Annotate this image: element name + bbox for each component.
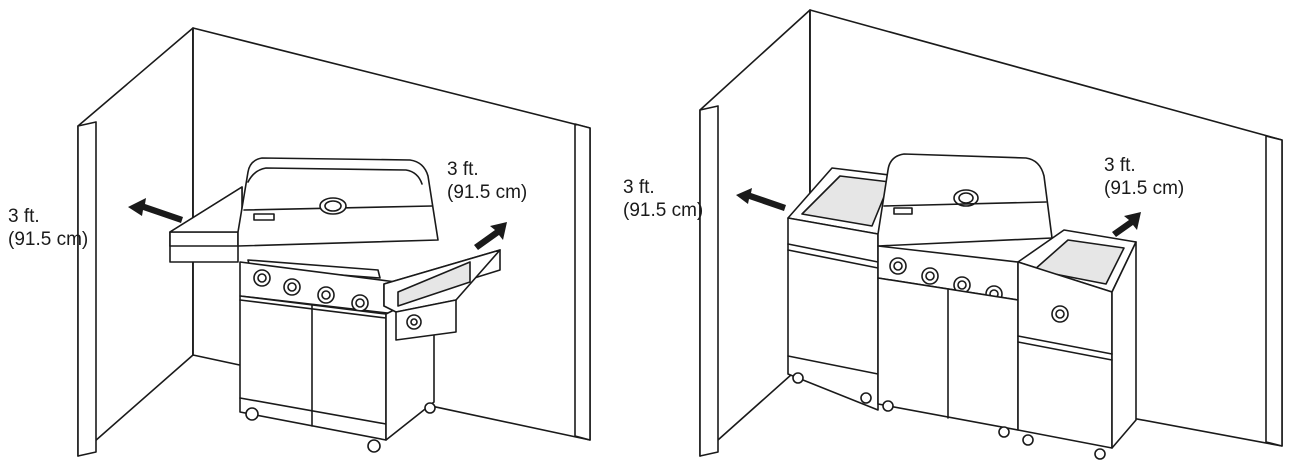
right-scene-arrows bbox=[736, 188, 1141, 237]
clearance-distance-ft: 3 ft. bbox=[8, 206, 40, 227]
left-scene-left-clearance-label: 3 ft. (91.5 cm) bbox=[8, 205, 88, 251]
left-scene-right-clearance-label: 3 ft. (91.5 cm) bbox=[447, 158, 527, 204]
grill-with-side-burner bbox=[169, 157, 501, 453]
arrow-left-icon bbox=[736, 188, 786, 211]
arrow-left-icon bbox=[128, 198, 183, 223]
clearance-distance-ft: 3 ft. bbox=[447, 159, 479, 180]
right-scene-left-clearance-label: 3 ft. (91.5 cm) bbox=[623, 176, 703, 222]
clearance-distance-cm: (91.5 cm) bbox=[8, 229, 89, 250]
clearance-distance-cm: (91.5 cm) bbox=[1104, 178, 1185, 199]
clearance-distance-cm: (91.5 cm) bbox=[447, 182, 528, 203]
arrow-up-right-icon bbox=[1112, 212, 1141, 237]
right-scene bbox=[699, 9, 1283, 460]
arrow-up-right-icon bbox=[474, 222, 507, 250]
clearance-distance-ft: 3 ft. bbox=[623, 177, 655, 198]
clearance-distance-ft: 3 ft. bbox=[1104, 155, 1136, 176]
outdoor-kitchen-island bbox=[787, 153, 1137, 460]
clearance-distance-cm: (91.5 cm) bbox=[623, 200, 704, 221]
left-scene-arrows bbox=[128, 198, 507, 250]
right-scene-right-clearance-label: 3 ft. (91.5 cm) bbox=[1104, 154, 1184, 200]
left-scene bbox=[77, 27, 591, 457]
